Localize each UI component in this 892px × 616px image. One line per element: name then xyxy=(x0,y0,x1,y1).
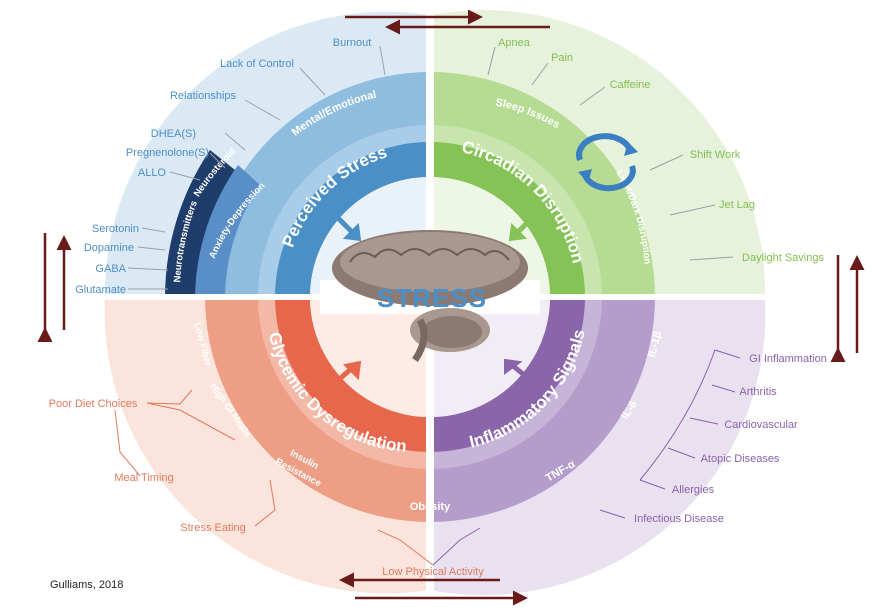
label-lack-of-control: Lack of Control xyxy=(220,58,294,70)
label-gaba: GABA xyxy=(95,263,126,275)
label-atopic-diseases: Atopic Diseases xyxy=(701,453,780,465)
label-infectious-disease: Infectious Disease xyxy=(634,513,724,525)
brain-illustration xyxy=(332,230,528,362)
label-meal-timing: Meal Timing xyxy=(114,472,173,484)
label-stress-eating: Stress Eating xyxy=(180,522,245,534)
label-pain: Pain xyxy=(551,52,573,64)
label-poor-diet-choices: Poor Diet Choices xyxy=(49,398,138,410)
label-gi-inflammation: GI Inflammation xyxy=(749,353,827,365)
label-dheas: DHEA(S) xyxy=(151,128,196,140)
label-allo: ALLO xyxy=(138,167,167,179)
glycemic-labels: Poor Diet Choices Meal Timing Stress Eat… xyxy=(49,398,485,578)
label-allergies: Allergies xyxy=(672,484,715,496)
circadian-labels: Apnea Pain Caffeine Shift Work Jet Lag D… xyxy=(498,37,824,264)
label-pregnenolone: Pregnenolone(S) xyxy=(126,147,209,159)
label-dopamine: Dopamine xyxy=(84,242,134,254)
inward-arrows xyxy=(323,208,542,394)
label-caffeine: Caffeine xyxy=(610,79,651,91)
direction-arrows xyxy=(37,9,865,606)
label-glutamate: Glutamate xyxy=(75,284,126,296)
leader-lines xyxy=(127,45,734,290)
obesity-band: Obesity xyxy=(410,501,451,513)
label-daylight-savings: Daylight Savings xyxy=(742,252,824,264)
label-jet-lag: Jet Lag xyxy=(719,199,755,211)
perceived-stress-labels: Burnout Lack of Control Relationships DH… xyxy=(75,37,371,296)
credit-text: Gulliams, 2018 xyxy=(50,579,123,591)
cycle-arrows-icon xyxy=(576,133,638,192)
label-relationships: Relationships xyxy=(170,90,237,102)
center-title: STRESS xyxy=(377,283,487,313)
label-arthritis: Arthritis xyxy=(739,386,777,398)
label-low-physical-activity: Low Physical Activity xyxy=(382,566,484,578)
label-cardiovascular: Cardiovascular xyxy=(724,419,798,431)
label-serotonin: Serotonin xyxy=(92,223,139,235)
connector-brackets xyxy=(114,349,741,566)
inflammatory-labels: GI Inflammation Arthritis Cardiovascular… xyxy=(634,353,827,525)
label-apnea: Apnea xyxy=(498,37,531,49)
label-shift-work: Shift Work xyxy=(690,149,741,161)
label-burnout: Burnout xyxy=(333,37,372,49)
